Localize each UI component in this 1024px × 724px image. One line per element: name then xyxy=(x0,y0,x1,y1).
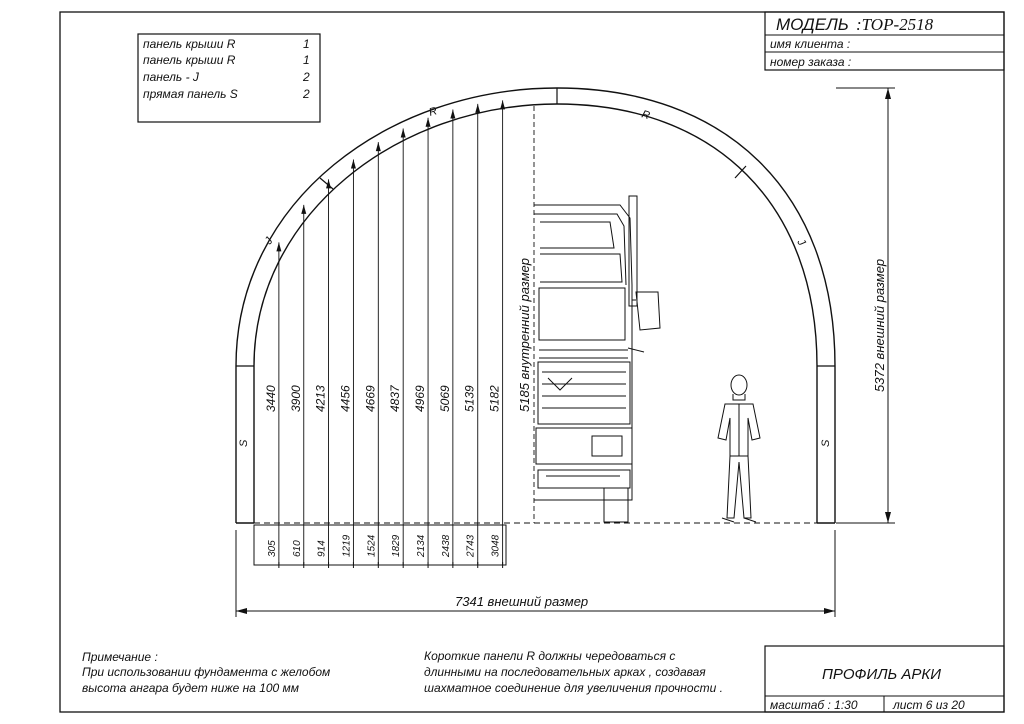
panel-label-r-right: R xyxy=(640,108,651,122)
parts-list-item-qty: 1 xyxy=(303,37,310,51)
height-arrow xyxy=(400,128,406,138)
panel-label-j-right: J xyxy=(794,236,808,249)
model-value: :TOP-2518 xyxy=(856,15,934,34)
height-label: 4456 xyxy=(338,385,352,412)
parts-list-item-qty: 2 xyxy=(302,70,310,84)
offset-label: 914 xyxy=(317,540,328,557)
height-arrow xyxy=(326,179,332,189)
title-block-header: МОДЕЛЬ :TOP-2518 имя клиента : номер зак… xyxy=(764,11,1005,71)
height-dimension-lines: 3440 3900 4213 4456 4669 4837 4969 5069 5139 5182 xyxy=(264,100,506,565)
arch-inner-outline xyxy=(253,103,818,523)
offset-label: 610 xyxy=(292,540,303,557)
inner-height-dimension: 5185 внутренний размер xyxy=(517,106,535,523)
notes: Примечание : При использовании фундамент… xyxy=(82,649,723,695)
note-left-line2: высота ангара будет ниже на 100 мм xyxy=(82,681,299,695)
panel-label-r-left: R xyxy=(428,105,439,119)
offset-label: 2134 xyxy=(416,534,427,558)
order-label: номер заказа : xyxy=(770,55,851,69)
outer-width-label: 7341 внешний размер xyxy=(455,594,588,609)
offset-dimensions: 305 610 914 1219 1524 1829 2134 2438 2743 3048 xyxy=(253,524,507,568)
note-heading: Примечание : xyxy=(82,650,158,664)
panel-label-j-left: J xyxy=(262,235,276,248)
panel-label-s-right: S xyxy=(820,439,832,447)
panel-joints xyxy=(236,88,835,367)
height-arrow xyxy=(276,242,282,252)
drawing-title: ПРОФИЛЬ АРКИ xyxy=(822,666,941,683)
title-block-footer: ПРОФИЛЬ АРКИ масштаб : 1:30 лист 6 из 20 xyxy=(764,645,1005,713)
height-label: 4213 xyxy=(314,385,328,412)
parts-list: панель крыши R 1 панель крыши R 1 панель… xyxy=(137,33,321,123)
offset-label: 3048 xyxy=(491,534,502,557)
height-label: 5069 xyxy=(438,385,452,412)
height-label: 3440 xyxy=(264,385,278,412)
offset-label: 2743 xyxy=(466,534,477,558)
outer-height-label: 5372 внешний размер xyxy=(872,259,887,392)
outer-width-dimension: 7341 внешний размер xyxy=(235,530,836,617)
note-left-line1: При использовании фундамента с желобом xyxy=(82,665,330,679)
height-label: 5182 xyxy=(488,385,502,412)
person-illustration xyxy=(717,374,761,523)
height-arrow xyxy=(500,100,506,110)
note-right-line2: длинными на последовательных арках , соз… xyxy=(424,665,706,679)
height-label: 4669 xyxy=(363,385,377,412)
offset-label: 1524 xyxy=(366,534,377,557)
note-right-line3: шахматное соединение для увеличения проч… xyxy=(424,681,723,695)
height-label: 4837 xyxy=(388,384,402,412)
parts-list-item-name: панель крыши R xyxy=(143,53,236,67)
height-label: 5139 xyxy=(463,385,477,412)
inner-height-label: 5185 внутренний размер xyxy=(517,258,532,412)
panel-label-s-left: S xyxy=(238,439,250,447)
offset-label: 305 xyxy=(267,540,278,557)
note-right-line1: Короткие панели R должны чередоваться с xyxy=(424,649,675,663)
height-arrow xyxy=(301,204,307,214)
offset-label: 1829 xyxy=(391,534,402,557)
offset-label: 2438 xyxy=(441,534,452,558)
height-arrow xyxy=(425,117,431,127)
height-arrow xyxy=(375,142,381,152)
outer-height-dimension: 5372 внешний размер xyxy=(836,87,895,524)
height-arrow xyxy=(475,103,481,113)
sheet-number: лист 6 из 20 xyxy=(892,698,965,712)
parts-list-item-name: панель крыши R xyxy=(143,37,236,51)
parts-list-item-qty: 1 xyxy=(303,53,310,67)
parts-list-item-name: панель - J xyxy=(143,70,200,84)
parts-list-item-qty: 2 xyxy=(302,87,310,101)
scale-label: масштаб : 1:30 xyxy=(770,698,858,712)
truck-illustration xyxy=(534,195,661,523)
offset-label: 1219 xyxy=(341,534,352,557)
client-label: имя клиента : xyxy=(770,37,850,51)
model-label: МОДЕЛЬ xyxy=(776,15,849,34)
height-arrow xyxy=(450,109,456,119)
height-arrow xyxy=(350,159,356,169)
drawing-frame xyxy=(59,11,1005,713)
parts-list-item-name: прямая панель S xyxy=(143,87,238,101)
height-label: 3900 xyxy=(289,385,303,412)
height-label: 4969 xyxy=(413,385,427,412)
